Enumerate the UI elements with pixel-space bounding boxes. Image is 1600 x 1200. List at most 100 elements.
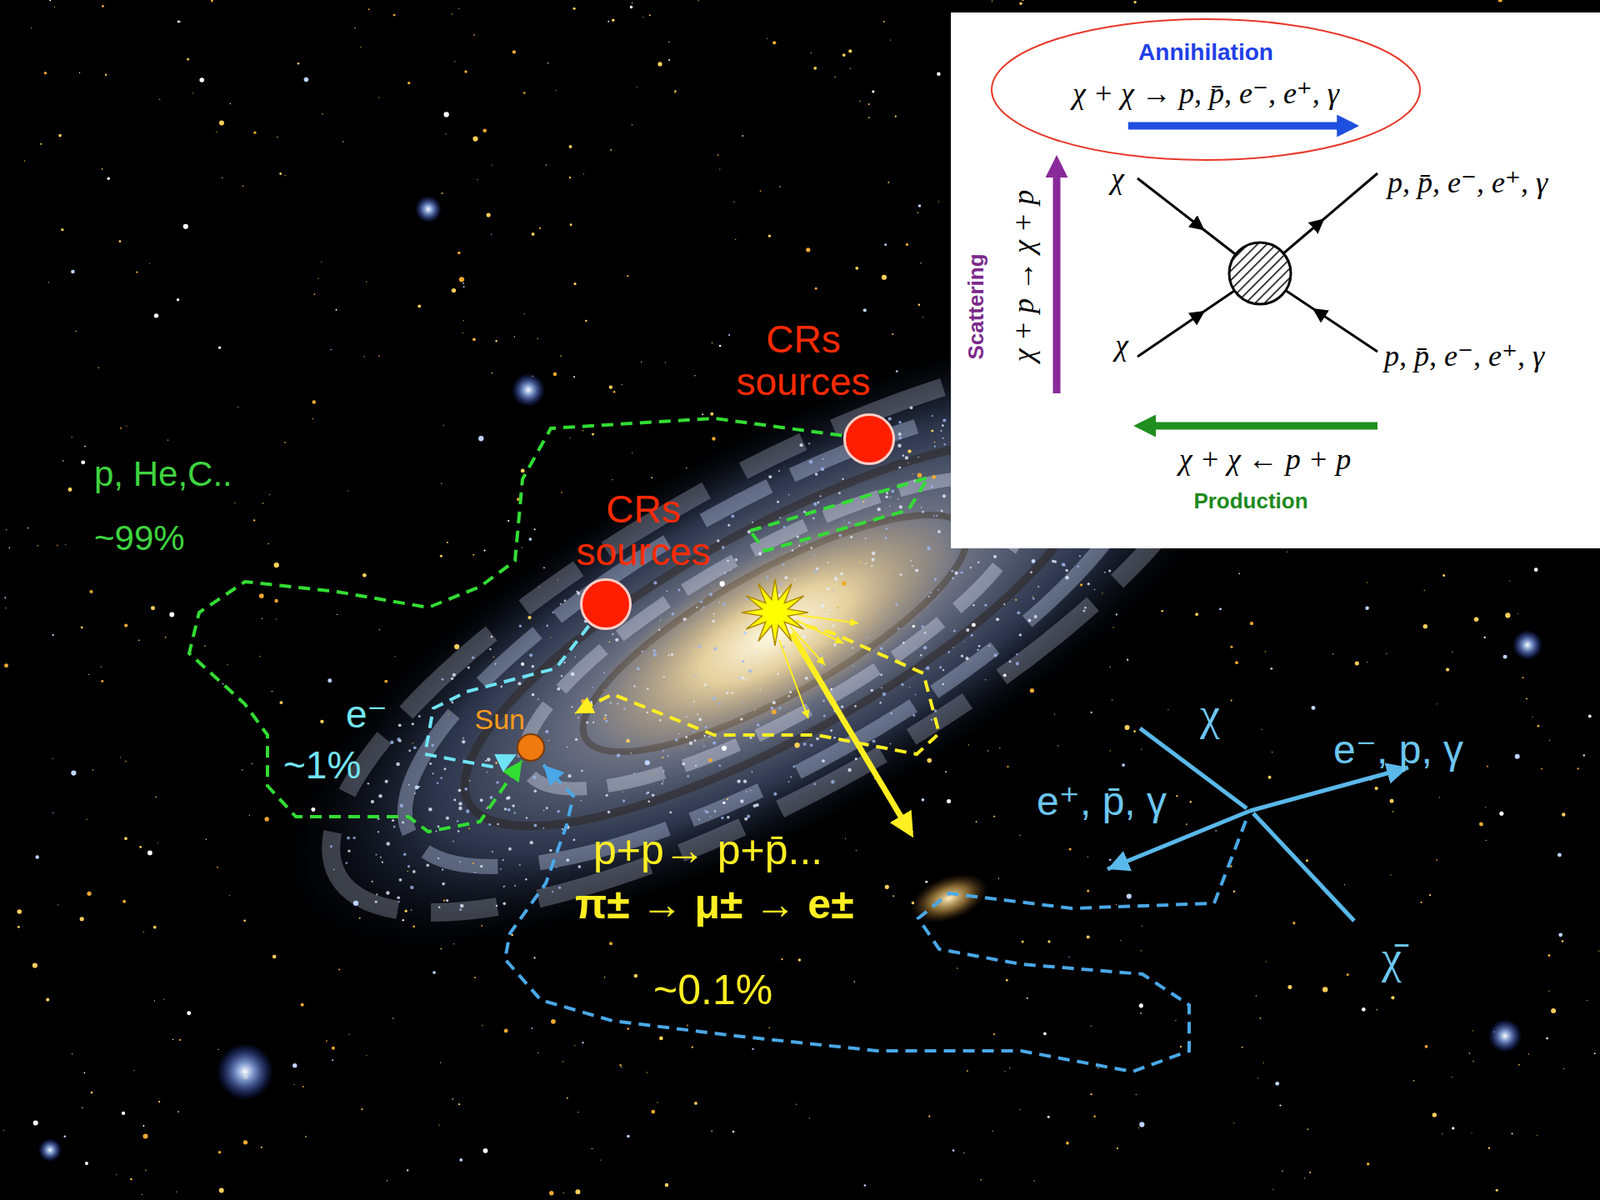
star	[453, 943, 455, 945]
star	[1047, 1115, 1050, 1119]
galaxy-star	[585, 720, 589, 724]
galaxy-star	[537, 698, 540, 700]
galaxy-star	[451, 701, 455, 705]
star	[1133, 0, 1136, 4]
galaxy-star	[502, 902, 506, 906]
star	[1485, 840, 1487, 841]
star	[1019, 834, 1020, 835]
galaxy-star	[813, 783, 816, 786]
galaxy-star	[951, 576, 955, 580]
star	[1125, 725, 1130, 730]
star	[719, 580, 725, 586]
star	[313, 293, 315, 295]
star	[1230, 865, 1232, 867]
star	[445, 133, 446, 135]
galaxy-star	[825, 612, 829, 615]
galaxy-star	[926, 546, 931, 551]
star	[68, 487, 73, 492]
star	[125, 425, 127, 427]
star	[177, 20, 180, 23]
galaxy-star	[488, 823, 491, 826]
star	[1557, 852, 1562, 857]
star	[1425, 1045, 1429, 1049]
galaxy-star	[855, 757, 858, 760]
star	[1235, 660, 1239, 665]
galaxy-star	[517, 681, 521, 685]
star	[582, 430, 584, 431]
galaxy-star	[736, 779, 740, 783]
star	[1528, 1053, 1530, 1055]
galaxy-star	[750, 736, 753, 740]
galaxy-star	[551, 611, 554, 614]
galaxy-star	[776, 672, 780, 675]
star	[539, 227, 541, 230]
star	[1110, 666, 1111, 668]
star	[531, 232, 535, 236]
galaxy-star	[452, 673, 456, 677]
star	[1536, 1135, 1538, 1136]
star	[441, 192, 444, 195]
star	[1474, 616, 1480, 622]
star	[462, 332, 464, 334]
star	[1054, 713, 1055, 715]
star	[234, 502, 235, 504]
star	[563, 1192, 565, 1194]
galaxy-star	[756, 723, 760, 727]
galaxy-star	[519, 864, 521, 866]
star	[446, 541, 449, 544]
star	[545, 887, 547, 889]
galaxy-star	[435, 830, 438, 833]
star	[124, 836, 128, 840]
star	[580, 699, 585, 704]
galaxy-star	[675, 738, 679, 742]
galaxy-star	[993, 653, 997, 657]
star	[733, 201, 735, 203]
star	[925, 880, 928, 884]
star	[159, 99, 160, 100]
star	[1175, 795, 1178, 797]
galaxy-star	[441, 882, 445, 886]
star	[1594, 1052, 1596, 1055]
star	[1110, 750, 1111, 751]
galaxy-star	[755, 651, 758, 655]
galaxy-star	[885, 615, 887, 618]
background-stars	[3, 0, 1600, 1196]
star	[868, 116, 870, 119]
star	[636, 86, 638, 88]
galaxy-star	[436, 781, 440, 785]
star	[451, 288, 456, 293]
star	[883, 20, 885, 23]
star	[640, 361, 642, 363]
star	[415, 785, 420, 790]
star	[1586, 1000, 1588, 1001]
galaxy-star	[560, 675, 563, 677]
star	[407, 870, 409, 872]
galaxy-star	[450, 677, 454, 680]
galaxy-star	[817, 501, 820, 505]
star	[573, 282, 576, 285]
galaxy-star	[933, 515, 935, 517]
galaxy-star	[820, 603, 825, 607]
star	[694, 650, 696, 653]
star	[37, 545, 40, 547]
galaxy-star	[500, 685, 504, 689]
star	[1101, 592, 1103, 594]
star	[545, 164, 548, 166]
galaxy-star	[432, 772, 435, 775]
star	[1279, 1104, 1281, 1106]
star	[304, 77, 310, 83]
star	[392, 1017, 395, 1020]
star	[1441, 1133, 1443, 1135]
galaxy-star	[755, 659, 757, 661]
star	[204, 645, 206, 647]
galaxy-star	[724, 572, 726, 575]
star	[360, 1108, 363, 1110]
star	[609, 941, 613, 945]
galaxy-star	[743, 779, 747, 783]
galaxy-star	[784, 575, 788, 580]
galaxy-star	[809, 460, 814, 465]
star	[691, 1046, 694, 1049]
star	[89, 590, 93, 594]
star	[84, 445, 86, 448]
star	[30, 27, 32, 29]
